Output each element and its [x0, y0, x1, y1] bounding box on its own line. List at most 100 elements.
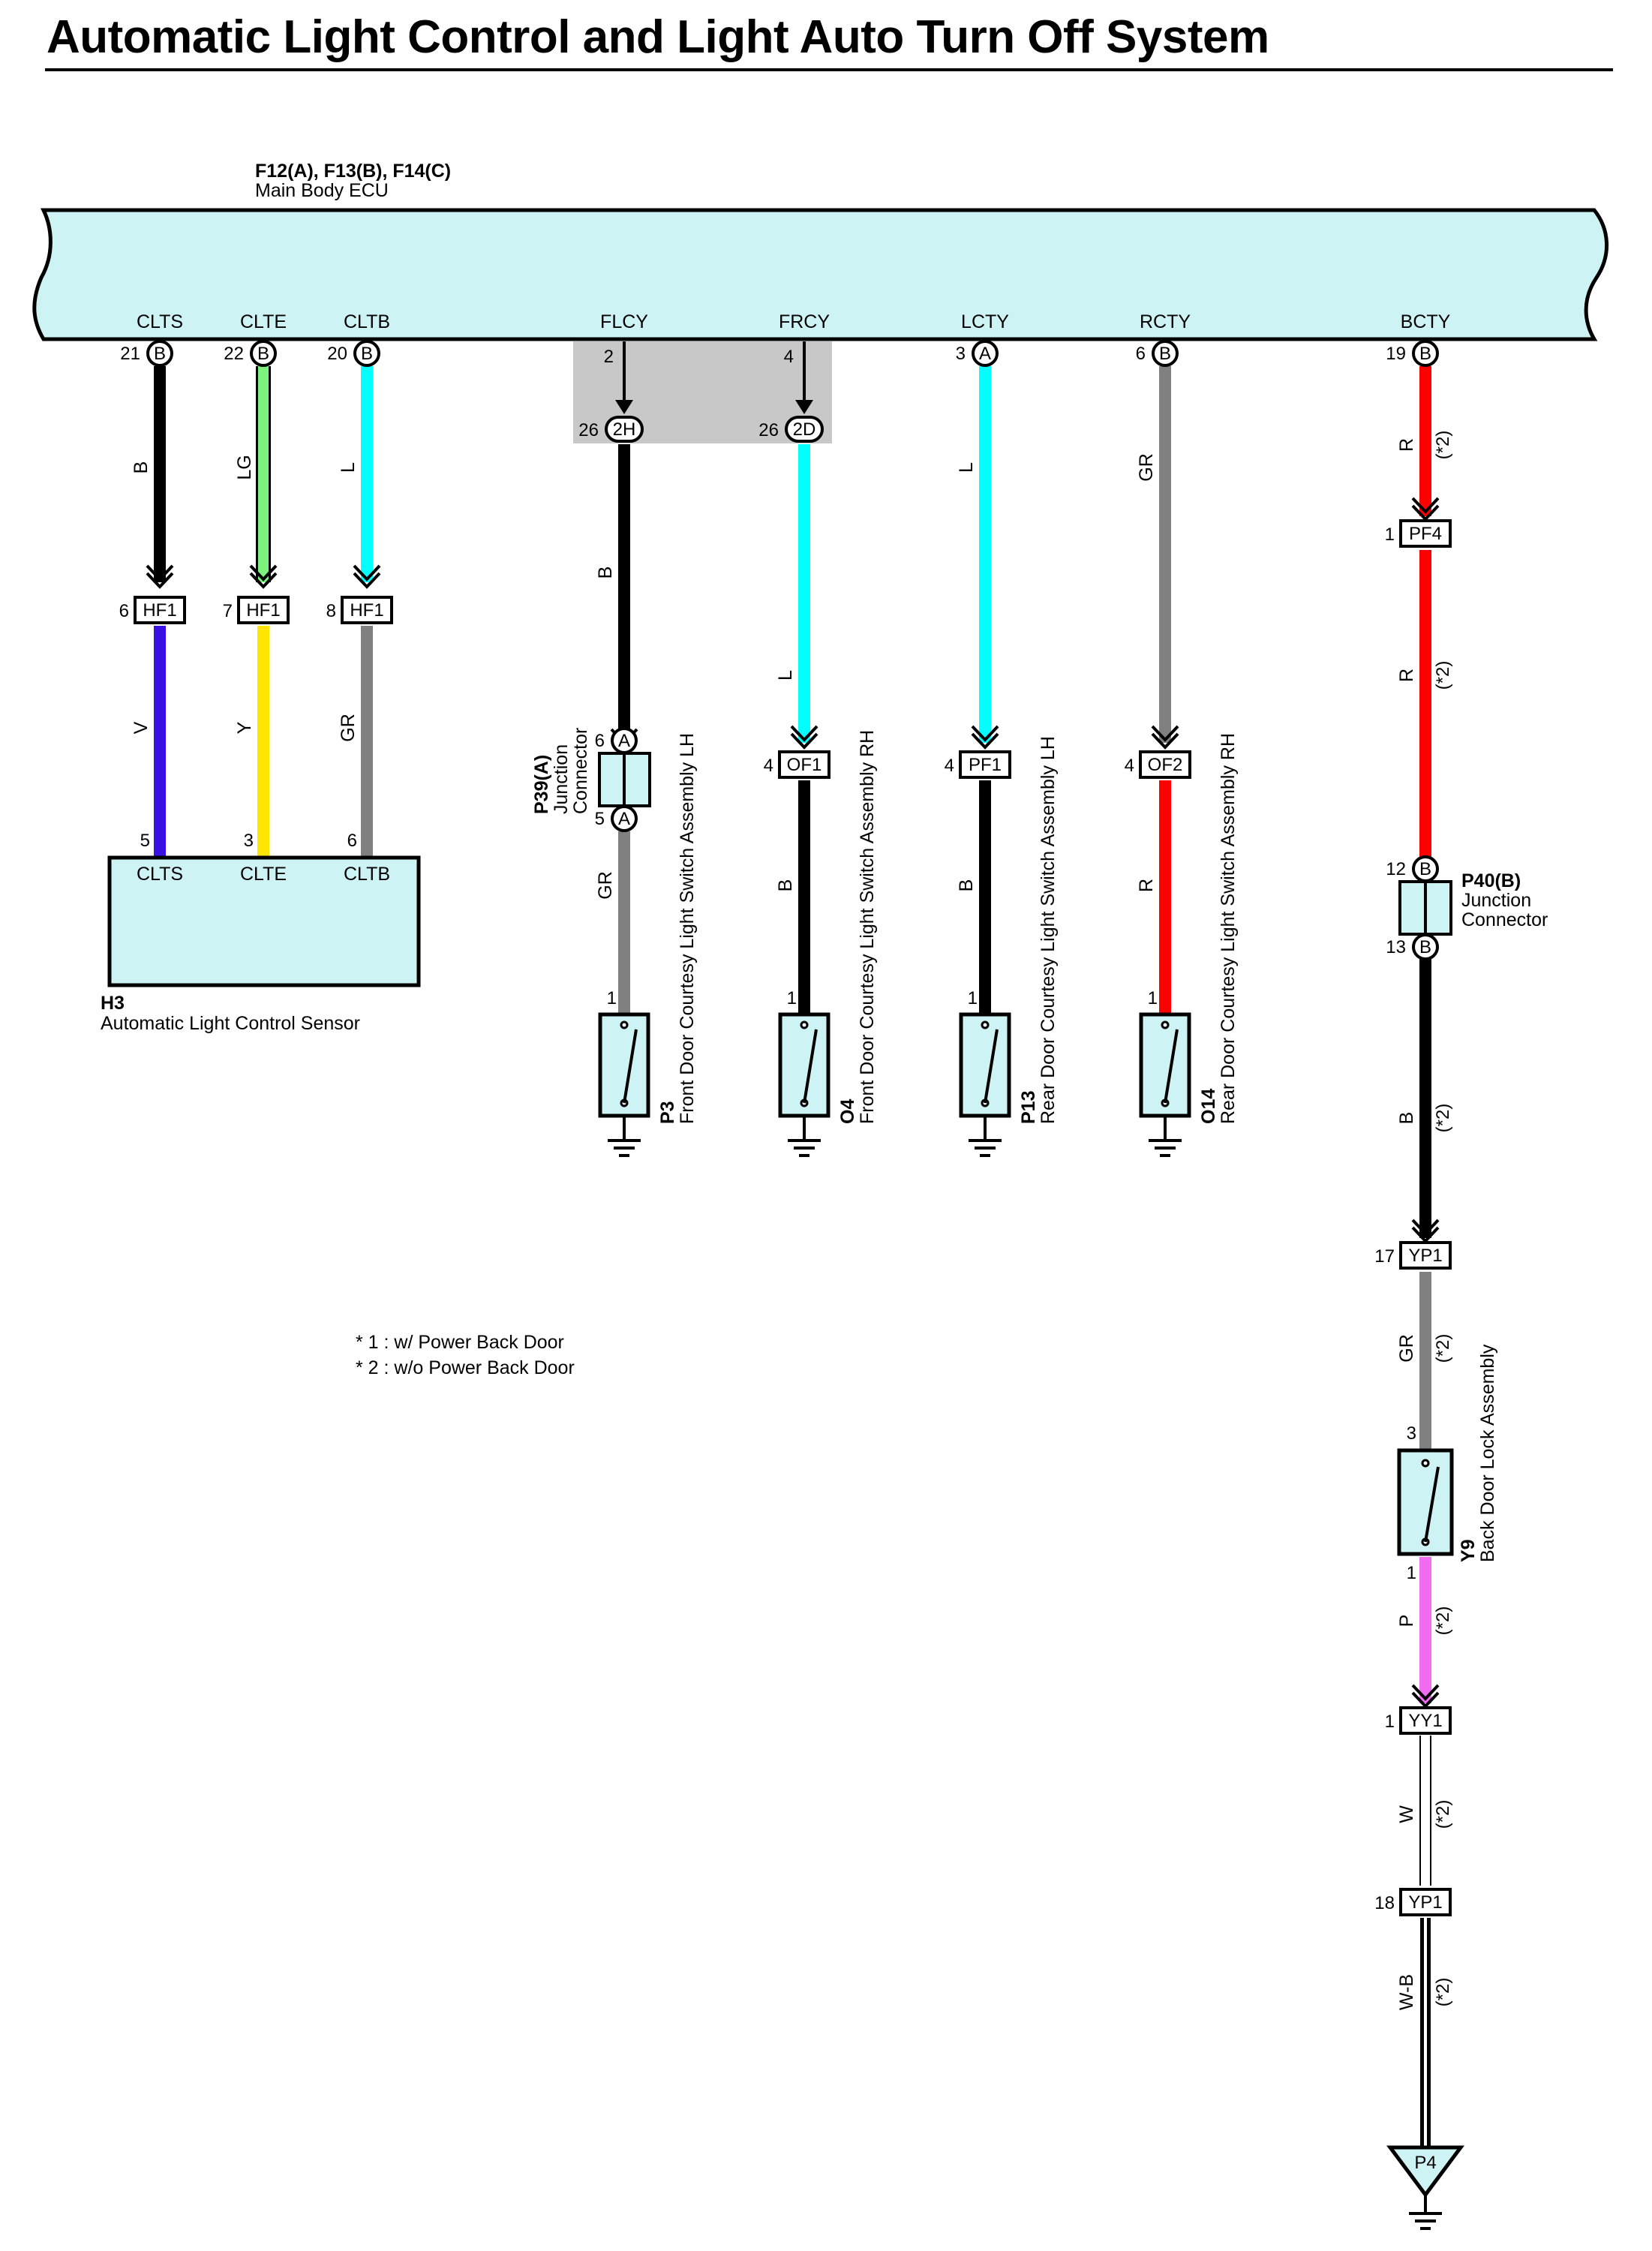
main-body-ecu[interactable]: F12(A), F13(B), F14(C) Main Body ECU CLT…: [32, 161, 1609, 341]
svg-text:3: 3: [244, 831, 254, 851]
connector-yp1-bottom[interactable]: YP1 18: [1374, 1888, 1452, 1916]
jb-arrows: [615, 400, 813, 414]
connector-yp1-top[interactable]: YP1 17: [1374, 1241, 1452, 1270]
svg-text:OF2: OF2: [1148, 755, 1183, 775]
junction-connector-p40[interactable]: B 12 B 13 P40(B) Junction Connector: [1386, 855, 1548, 960]
connector-hf1-clts[interactable]: HF1 6: [119, 596, 186, 624]
svg-text:O4: O4: [837, 1099, 858, 1124]
svg-text:P13: P13: [1018, 1091, 1039, 1124]
svg-text:(*2): (*2): [1433, 431, 1453, 460]
svg-text:V: V: [131, 721, 152, 734]
ecu-terminal-clte: CLTE: [240, 311, 287, 332]
svg-text:A: A: [979, 344, 991, 364]
svg-text:13: 13: [1386, 937, 1406, 957]
svg-text:Y: Y: [234, 721, 255, 734]
connector-hf1-cltb[interactable]: HF1 8: [326, 596, 393, 624]
svg-text:18: 18: [1374, 1893, 1395, 1913]
svg-text:Junction: Junction: [551, 744, 572, 814]
svg-text:Connector: Connector: [1461, 909, 1548, 930]
svg-text:Y9: Y9: [1458, 1539, 1479, 1562]
ecu-pin-rcty: B 6: [1136, 340, 1179, 367]
note-markers: (*2) (*2) (*2) (*2) (*2) (*2) (*2): [1433, 431, 1453, 2007]
note-1: * 1 : w/ Power Back Door: [356, 1332, 564, 1353]
connector-yy1[interactable]: YY1 1: [1385, 1706, 1452, 1735]
switch-o14-rear-rh[interactable]: 1 O14 Rear Door Courtesy Light Switch As…: [1139, 733, 1239, 1157]
svg-text:(*2): (*2): [1433, 1334, 1453, 1363]
svg-text:4: 4: [764, 756, 773, 776]
svg-text:(*2): (*2): [1433, 1978, 1453, 2007]
arrow-markers: [146, 497, 1440, 1915]
svg-text:P: P: [1396, 1615, 1417, 1627]
svg-text:20: 20: [327, 344, 347, 364]
notes: * 1 : w/ Power Back Door * 2 : w/o Power…: [356, 1332, 575, 1378]
svg-text:8: 8: [326, 601, 336, 621]
connector-pf4[interactable]: PF4 1: [1385, 519, 1452, 548]
svg-text:PF1: PF1: [969, 755, 1002, 775]
connector-of1[interactable]: OF1 4: [764, 750, 831, 779]
svg-text:6: 6: [595, 731, 605, 751]
automatic-light-control-sensor[interactable]: 5 3 6 CLTS CLTE CLTB H3 Automatic Light …: [101, 831, 421, 1034]
jb-pin-2h: 2H 26: [578, 416, 644, 443]
ecu-terminal-bcty: BCTY: [1401, 311, 1451, 332]
connector-pf1[interactable]: PF1 4: [945, 750, 1011, 779]
ecu-pin-cltb: B 20: [327, 340, 380, 367]
svg-text:Junction: Junction: [1461, 890, 1531, 911]
svg-text:22: 22: [224, 344, 244, 364]
svg-text:HF1: HF1: [143, 600, 176, 621]
connector-hf1-clte[interactable]: HF1 7: [223, 596, 290, 624]
svg-text:HF1: HF1: [350, 600, 383, 621]
switch-p13-rear-lh[interactable]: 1 P13 Rear Door Courtesy Light Switch As…: [959, 736, 1059, 1157]
svg-text:A: A: [618, 731, 630, 751]
svg-text:4: 4: [1125, 756, 1134, 776]
svg-text:YP1: YP1: [1408, 1246, 1442, 1266]
svg-text:OF1: OF1: [787, 755, 822, 775]
svg-text:7: 7: [223, 601, 233, 621]
svg-text:GR: GR: [1396, 1334, 1417, 1363]
svg-text:B: B: [1419, 859, 1431, 879]
svg-text:(*2): (*2): [1433, 1104, 1453, 1133]
svg-text:Connector: Connector: [570, 728, 591, 814]
svg-text:B: B: [595, 567, 616, 579]
svg-text:W: W: [1396, 1805, 1417, 1823]
svg-text:P3: P3: [657, 1101, 678, 1124]
svg-text:P40(B): P40(B): [1461, 870, 1521, 891]
svg-text:B: B: [154, 344, 166, 364]
svg-text:B: B: [775, 879, 796, 892]
svg-text:3: 3: [956, 344, 966, 364]
ecu-terminal-cltb: CLTB: [344, 311, 390, 332]
svg-text:1: 1: [1148, 988, 1158, 1008]
ecu-body: [32, 208, 1609, 341]
ground-p4[interactable]: P4: [1386, 2145, 1464, 2230]
svg-text:B: B: [956, 879, 977, 892]
ecu-terminal-clts: CLTS: [137, 311, 183, 332]
svg-text:PF4: PF4: [1409, 524, 1442, 544]
svg-text:A: A: [618, 809, 630, 829]
svg-text:R: R: [1396, 669, 1417, 682]
ecu-pin-clts: B 21: [120, 340, 173, 367]
ecu-terminal-frcy: FRCY: [779, 311, 830, 332]
svg-text:4: 4: [945, 756, 954, 776]
svg-text:(*2): (*2): [1433, 1800, 1453, 1829]
svg-text:L: L: [956, 462, 977, 473]
svg-text:P4: P4: [1414, 2153, 1436, 2173]
jb-pin-2d: 2D 26: [758, 416, 824, 443]
wire-bcty[interactable]: [1419, 366, 1431, 2146]
svg-text:HF1: HF1: [246, 600, 280, 621]
junction-connector-p39[interactable]: A 6 A 5 P39(A) Junction Connector: [531, 727, 651, 832]
svg-text:2D: 2D: [793, 419, 816, 440]
ecu-ref: F12(A), F13(B), F14(C): [255, 161, 451, 182]
switch-p3-front-lh[interactable]: 1 P3 Front Door Courtesy Light Switch As…: [598, 733, 698, 1157]
back-door-lock-assembly[interactable]: 3 1 Y9 Back Door Lock Assembly: [1397, 1344, 1498, 1583]
switch-o4-front-rh[interactable]: 1 O4 Front Door Courtesy Light Switch As…: [778, 730, 878, 1157]
svg-text:1: 1: [1385, 1712, 1395, 1732]
svg-text:26: 26: [758, 420, 779, 440]
svg-text:Rear Door Courtesy Light Switc: Rear Door Courtesy Light Switch Assembly…: [1218, 733, 1239, 1124]
ecu-terminal-flcy: FLCY: [600, 311, 648, 332]
svg-text:1: 1: [968, 988, 978, 1008]
ecu-pin-frcy: 4: [784, 347, 794, 367]
svg-text:(*2): (*2): [1433, 1606, 1453, 1636]
svg-text:1: 1: [787, 988, 797, 1008]
ecu-name: Main Body ECU: [255, 180, 389, 201]
connector-of2[interactable]: OF2 4: [1125, 750, 1191, 779]
